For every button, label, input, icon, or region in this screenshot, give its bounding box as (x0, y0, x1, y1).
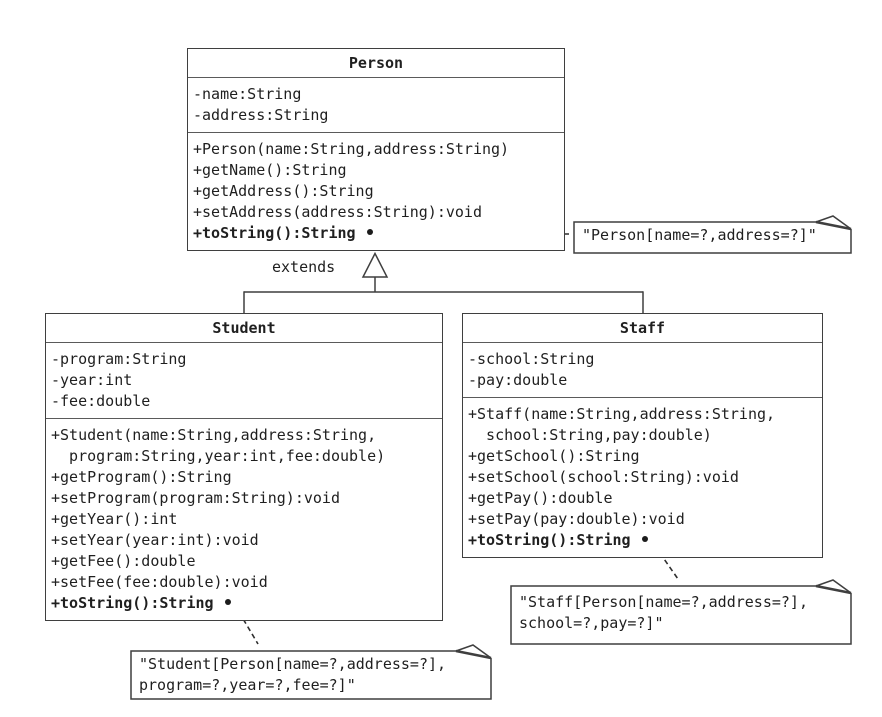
note-student-tostring: "Student[Person[name=?,address=?], progra… (130, 643, 492, 700)
note-anchor-dot-icon (224, 599, 231, 605)
note-anchor-dot-icon (641, 536, 648, 542)
class-student-attributes: -program:String -year:int -fee:double (46, 343, 442, 419)
uml-method-line: +getProgram():String (51, 468, 232, 486)
class-person: Person -name:String -address:String +Pers… (187, 48, 565, 251)
uml-text-line: "Staff[Person[name=?,address=?], (519, 593, 808, 611)
uml-method-line: program:String,year:int,fee:double) (51, 447, 386, 465)
uml-text-line: -name:String (193, 85, 302, 103)
note-staff-text: "Staff[Person[name=?,address=?], school=?… (510, 578, 852, 634)
uml-text-line: -school:String (468, 350, 595, 368)
uml-text-line: "Person[name=?,address=?]" (582, 226, 817, 244)
note-anchor-dot-icon (366, 229, 373, 235)
note-staff-tostring: "Staff[Person[name=?,address=?], school=?… (510, 578, 852, 645)
uml-method-line: school:String,pay:double) (468, 426, 712, 444)
uml-method-line: +setYear(year:int):void (51, 531, 259, 549)
uml-text-line: school=?,pay=?]" (519, 614, 664, 632)
uml-text-line: -pay:double (468, 371, 568, 389)
uml-text-line: -year:int (51, 371, 133, 389)
uml-method-line: +Student(name:String,address:String, (51, 426, 377, 444)
uml-text-line: -fee:double (51, 392, 151, 410)
extends-label: extends (272, 258, 336, 276)
uml-method-line: +getFee():double (51, 552, 196, 570)
uml-method-line: +toString():String (193, 223, 559, 244)
uml-method-line: +toString():String (51, 593, 437, 614)
class-staff-attributes: -school:String -pay:double (463, 343, 822, 398)
uml-method-line: +setProgram(program:String):void (51, 489, 340, 507)
class-student: Student -program:String -year:int -fee:dou… (45, 313, 443, 621)
uml-method-line: +getSchool():String (468, 447, 640, 465)
note-person-text: "Person[name=?,address=?]" (573, 214, 852, 246)
uml-method-line: +getPay():double (468, 489, 613, 507)
uml-text-line: -address:String (193, 106, 329, 124)
class-student-methods: +Student(name:String,address:String, pro… (46, 419, 442, 620)
note-person-tostring: "Person[name=?,address=?]" (573, 214, 852, 254)
inheritance-arrow-icon (361, 251, 389, 278)
note-student-text: "Student[Person[name=?,address=?], progra… (130, 643, 492, 696)
class-student-title: Student (46, 314, 442, 343)
uml-text-line: -program:String (51, 350, 187, 368)
uml-method-line: +getYear():int (51, 510, 178, 528)
uml-method-line: +toString():String (468, 530, 817, 551)
uml-text-line: program=?,year=?,fee=?]" (139, 676, 356, 694)
class-staff-title: Staff (463, 314, 822, 343)
uml-method-line: +Staff(name:String,address:String, (468, 405, 776, 423)
class-person-title: Person (188, 49, 564, 78)
uml-text-line: "Student[Person[name=?,address=?], (139, 655, 447, 673)
note-outline-icon (510, 579, 852, 645)
uml-method-line: +setSchool(school:String):void (468, 468, 739, 486)
note-outline-icon (573, 215, 852, 254)
class-person-attributes: -name:String -address:String (188, 78, 564, 133)
note-outline-icon (130, 644, 492, 700)
class-person-methods: +Person(name:String,address:String) +getN… (188, 133, 564, 250)
uml-method-line: +getName():String (193, 161, 347, 179)
uml-method-line: +Person(name:String,address:String) (193, 140, 510, 158)
uml-method-line: +setPay(pay:double):void (468, 510, 685, 528)
class-staff: Staff -school:String -pay:double +Staff(n… (462, 313, 823, 558)
uml-method-line: +setFee(fee:double):void (51, 573, 268, 591)
uml-method-line: +setAddress(address:String):void (193, 203, 482, 221)
class-staff-methods: +Staff(name:String,address:String, schoo… (463, 398, 822, 557)
uml-method-line: +getAddress():String (193, 182, 374, 200)
